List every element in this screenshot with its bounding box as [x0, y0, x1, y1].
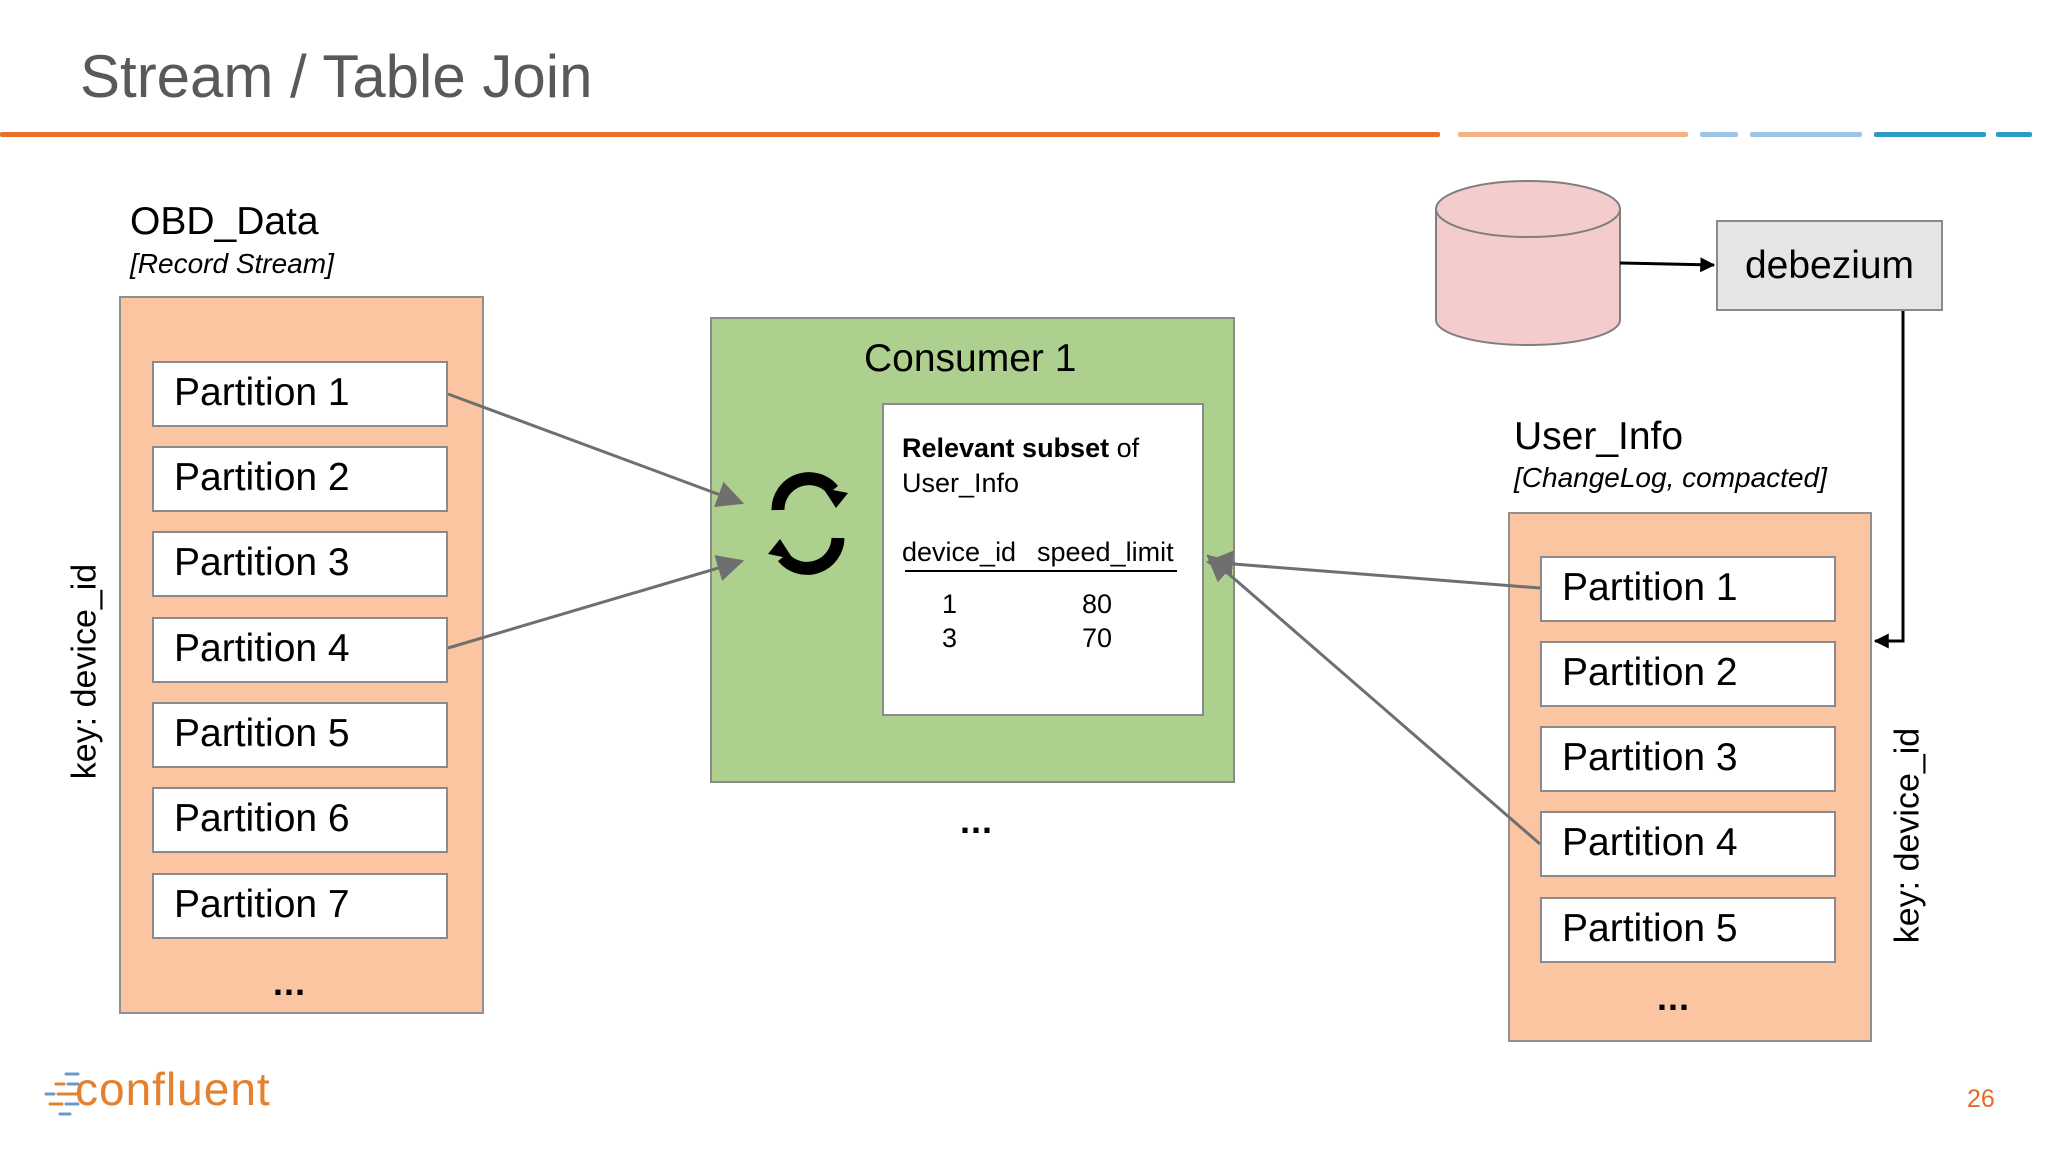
obd-partition-4: Partition 4 [152, 617, 448, 683]
obd-partition-6: Partition 6 [152, 787, 448, 853]
title-rule-blue-2 [1996, 132, 2032, 137]
refresh-cycle-icon [771, 472, 845, 575]
subset-row-2-speed-limit: 70 [1082, 623, 1113, 653]
user-info-subtitle: [ChangeLog, compacted] [1514, 462, 1827, 493]
obd-more-ellipsis: ... [273, 962, 307, 1003]
title-rule-blue-1 [1874, 132, 1986, 137]
title-rule-light-orange [1458, 132, 1688, 137]
title-rule-light-blue-2 [1750, 132, 1862, 137]
obd-partition-3: Partition 3 [152, 531, 448, 597]
subset-heading: Relevant subset of [902, 433, 1139, 464]
obd-partition-2: Partition 2 [152, 446, 448, 512]
user-info-partition-1-to-subset-arrow [1205, 550, 1541, 590]
user-info-partition-1: Partition 1 [1540, 556, 1836, 622]
debezium-to-user-info-arrow [1873, 311, 1905, 649]
user-info-partition-2: Partition 2 [1540, 641, 1836, 707]
obd-partition-7: Partition 7 [152, 873, 448, 939]
consumer-more-ellipsis: ... [960, 800, 994, 841]
subset-row-2-device-id: 3 [942, 623, 958, 653]
title-rule-orange [0, 132, 1440, 137]
subset-row-1-device-id: 1 [942, 589, 958, 619]
subset-row-1-speed-limit: 80 [1082, 589, 1113, 619]
slide-title: Stream / Table Join [80, 43, 593, 110]
user-info-title: User_Info [1514, 415, 1684, 458]
subset-heading-line2: User_Info [902, 468, 1020, 498]
subset-heading-bold: Relevant subset [902, 433, 1110, 463]
subset-column-speed-limit: speed_limit [1037, 537, 1174, 567]
obd-partition-1: Partition 1 [152, 361, 448, 427]
user-info-partition-4-to-subset-arrow [1206, 554, 1541, 846]
consumer-title: Consumer 1 [864, 337, 1077, 380]
obd-data-subtitle: [Record Stream] [130, 248, 334, 279]
obd-partition-4-to-consumer-arrow [447, 555, 745, 650]
refresh-cycle-arrowheads [768, 488, 848, 559]
debezium-box: debezium [1716, 220, 1943, 311]
user-info-partition-4: Partition 4 [1540, 811, 1836, 877]
relevant-subset-box [882, 403, 1204, 716]
page-number: 26 [1967, 1085, 1995, 1113]
title-rule-light-blue-1 [1700, 132, 1738, 137]
database-cylinder-icon [1435, 180, 1621, 346]
obd-data-title: OBD_Data [130, 200, 319, 243]
confluent-logo-text: confluent [75, 1063, 271, 1115]
db-to-debezium-arrow [1619, 257, 1716, 273]
confluent-logo-icon [44, 1072, 80, 1116]
obd-partition-1-to-consumer-arrow [447, 392, 745, 508]
subset-column-device-id: device_id [902, 537, 1017, 567]
user-info-more-ellipsis: ... [1657, 977, 1691, 1018]
obd-partition-5: Partition 5 [152, 702, 448, 768]
confluent-logo-mark [42, 1068, 82, 1124]
subset-header-underline [905, 570, 1177, 572]
user-info-partition-3: Partition 3 [1540, 726, 1836, 792]
subset-heading-rest: of [1109, 433, 1140, 463]
user-info-partition-5: Partition 5 [1540, 897, 1836, 963]
